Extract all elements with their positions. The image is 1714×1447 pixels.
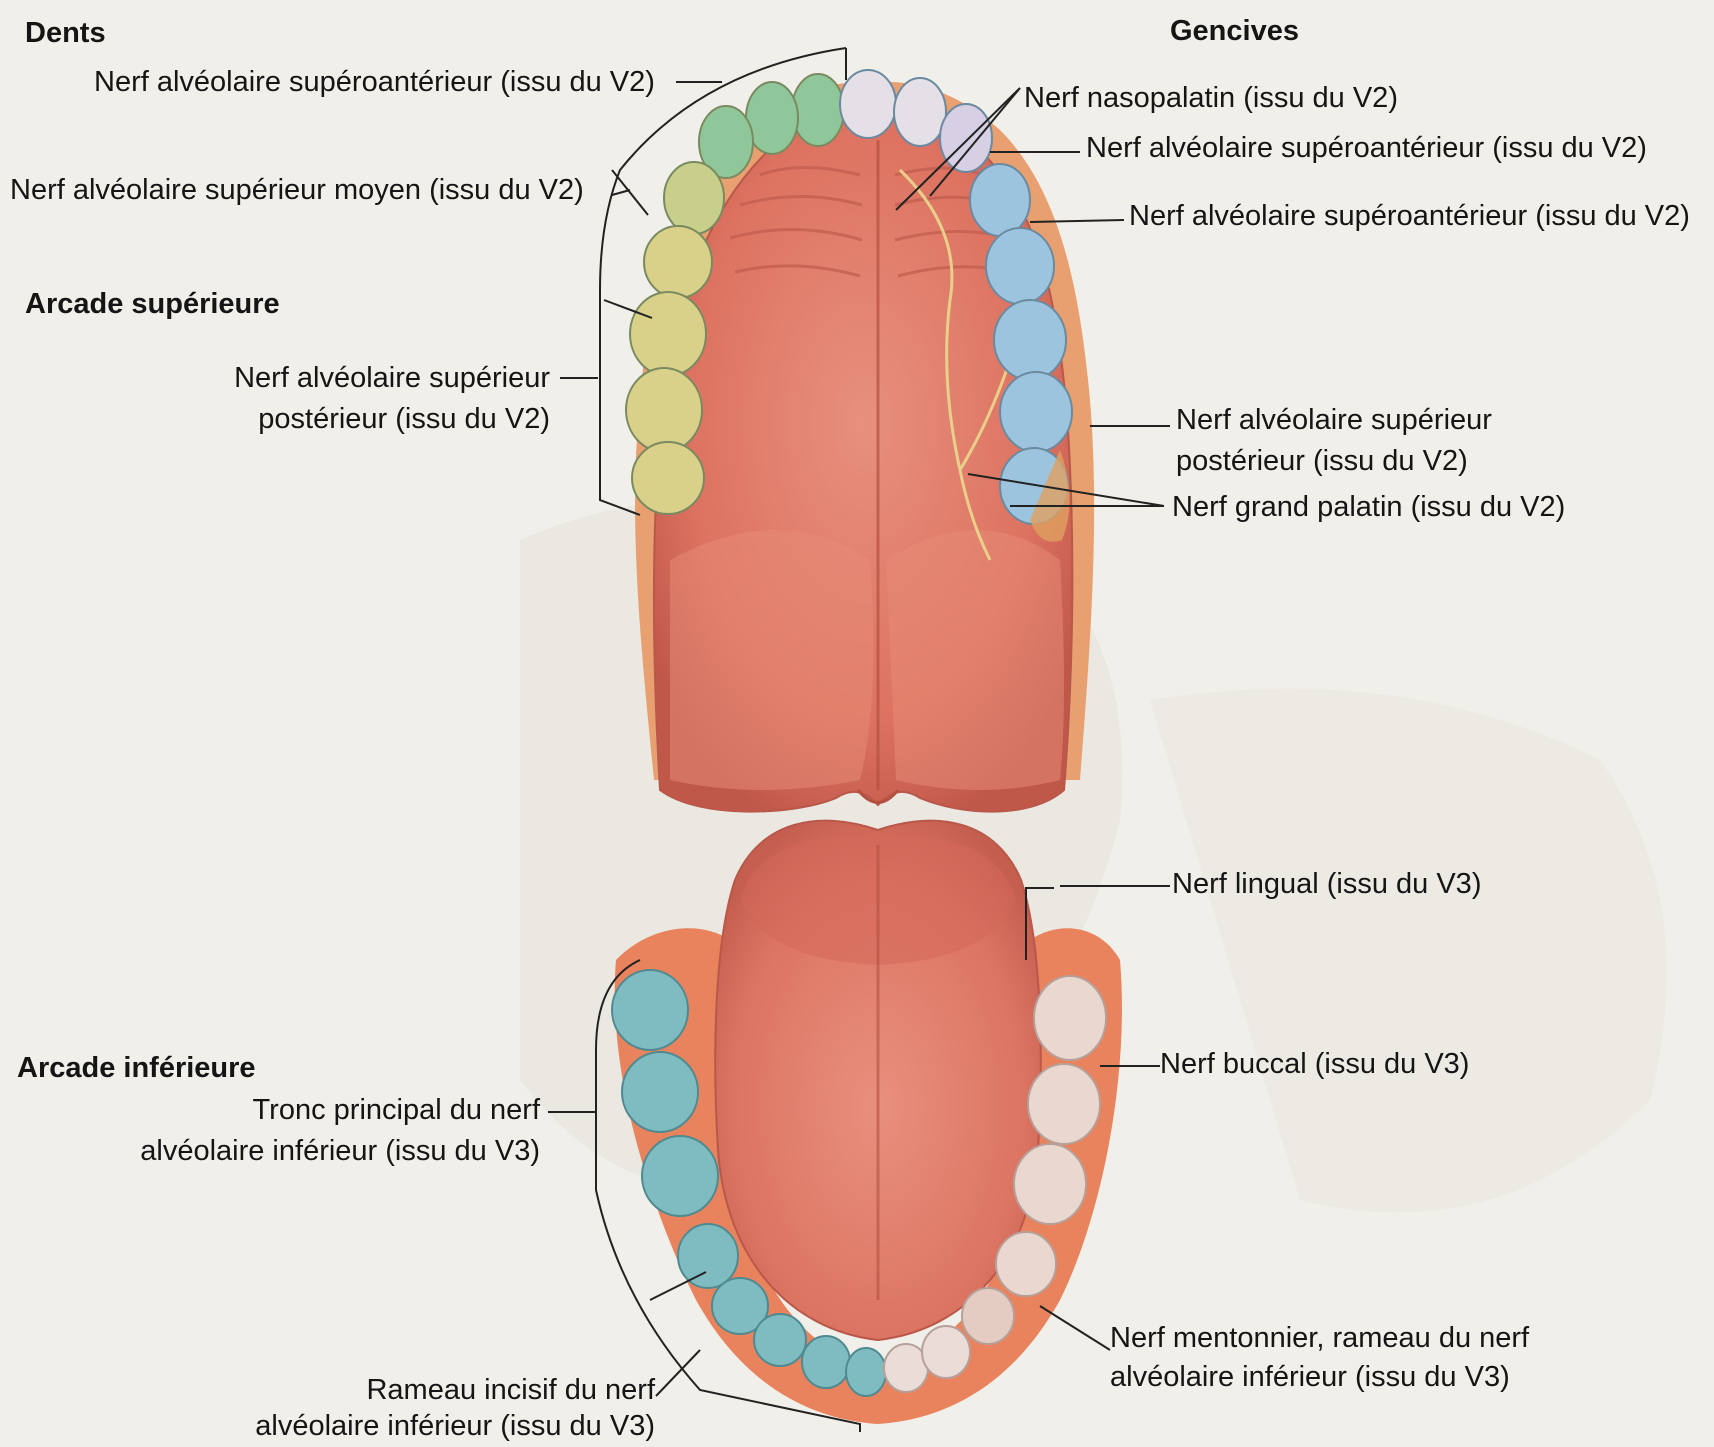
label-mentonnier-line1: Nerf mentonnier, rameau du nerf [1110, 1318, 1529, 1359]
label-alv-sup-ant-right-1: Nerf alvéolaire supéroantérieur (issu du… [1086, 128, 1647, 169]
label-incisif-line2: alvéolaire inférieur (issu du V3) [150, 1406, 655, 1447]
label-grand-palatin: Nerf grand palatin (issu du V2) [1172, 487, 1565, 528]
label-alv-sup-moyen: Nerf alvéolaire supérieur moyen (issu du… [10, 170, 584, 211]
label-tronc-line2: alvéolaire inférieur (issu du V3) [60, 1131, 540, 1172]
upper-arch [626, 70, 1094, 812]
label-incisif-line1: Rameau incisif du nerf [150, 1370, 655, 1411]
label-alv-sup-post-right-line2: postérieur (issu du V2) [1176, 441, 1468, 482]
heading-arcade-superieure: Arcade supérieure [25, 288, 280, 321]
label-alv-sup-ant-right-2: Nerf alvéolaire supéroantérieur (issu du… [1129, 196, 1690, 237]
label-alv-sup-post-left-line2: postérieur (issu du V2) [100, 399, 550, 440]
label-alv-sup-post-right-line1: Nerf alvéolaire supérieur [1176, 400, 1492, 441]
label-mentonnier-line2: alvéolaire inférieur (issu du V3) [1110, 1357, 1510, 1398]
heading-dents: Dents [25, 17, 106, 50]
label-nasopalatin: Nerf nasopalatin (issu du V2) [1024, 78, 1398, 119]
heading-arcade-inferieure: Arcade inférieure [17, 1052, 256, 1085]
label-alv-sup-ant-left: Nerf alvéolaire supéroantérieur (issu du… [94, 62, 655, 103]
heading-gencives: Gencives [1170, 15, 1299, 48]
label-alv-sup-post-left-line1: Nerf alvéolaire supérieur [100, 358, 550, 399]
label-lingual: Nerf lingual (issu du V3) [1172, 864, 1481, 905]
label-tronc-line1: Tronc principal du nerf [60, 1090, 540, 1131]
label-buccal: Nerf buccal (issu du V3) [1160, 1044, 1469, 1085]
